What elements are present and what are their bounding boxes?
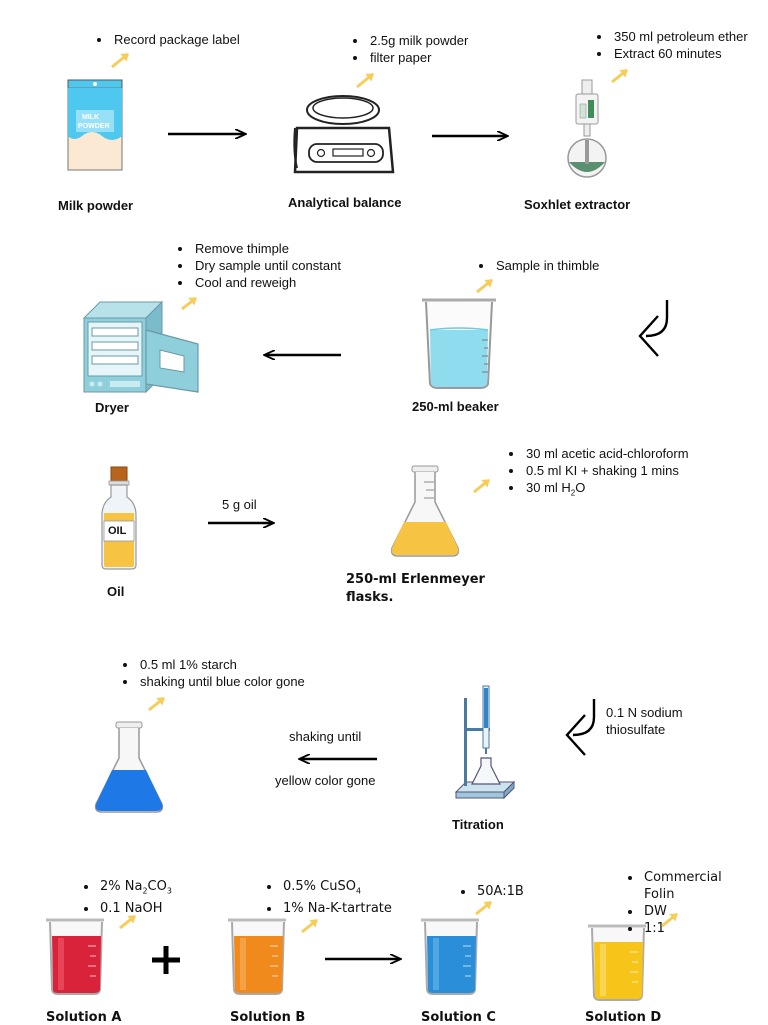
flow-arrow [0,0,1,1]
dryer-notes: Remove thimple Dry sample until constant… [175,240,341,291]
flow-arrow [0,0,1,1]
balance-label: Analytical balance [288,195,402,210]
dryer-label: Dryer [95,400,129,415]
oil-label: Oil [107,584,125,599]
titration-label: Titration [452,817,504,832]
milk-powder-icon [67,79,123,171]
arrow-label-5g-oil: 5 g oil [222,497,257,512]
beaker-label: 250-ml beaker [412,399,499,414]
blue-flask-notes: 0.5 ml 1% starch shaking until blue colo… [120,656,305,690]
analytical-balance-icon [293,95,395,174]
yellow-arrow-icon [301,918,318,934]
arrow-label-yellow-gone: yellow color gone [275,773,376,788]
turn-arrow-icon [565,699,596,756]
oil-bottle-icon [101,466,137,570]
solution-d-notes: Commercial Folin DW 1:1 [624,869,752,937]
note-item: DW [642,903,752,920]
thiosulfate-text-line2: thiosulfate [606,722,666,737]
note-item: Record package label [112,31,240,48]
solution-b-notes: 0.5% CuSO4 1% Na-K-tartrate [263,878,392,917]
balance-notes: 2.5g milk powder filter paper [350,32,468,66]
note-item: 350 ml petroleum ether [612,28,748,45]
flow-arrow [0,0,1,1]
solution-a-label: Solution A [46,1010,122,1025]
thiosulfate-text-line1: 0.1 N sodium [606,705,683,720]
note-item: Commercial Folin [642,869,752,903]
soxhlet-extractor-icon [567,79,607,178]
dryer-icon [82,300,199,394]
titration-icon [454,685,516,800]
note-item: 0.5 ml KI + shaking 1 mins [524,462,689,479]
note-item: 0.1 NaOH [98,900,172,917]
solution-d-label: Solution D [585,1010,662,1025]
soxhlet-notes: 350 ml petroleum ether Extract 60 minute… [594,28,748,62]
plus-icon [152,946,180,974]
turn-arrow-icon [638,300,669,357]
solution-c-notes: 50A:1B [457,883,524,900]
note-item: 2% Na2CO3 [98,878,172,900]
arrow-label-shaking-until: shaking until [289,729,362,744]
milk-notes: Record package label [94,31,240,48]
note-item: 0.5% CuSO4 [281,878,392,900]
carton-label-powder: POWDER [78,123,110,130]
note-item: 30 ml H2O [524,479,689,502]
note-item: Remove thimple [193,240,341,257]
yellow-arrow-icon [356,72,374,89]
erlenmeyer-label-line1: 250-ml Erlenmeyer [346,572,485,587]
note-item: filter paper [368,49,468,66]
yellow-arrow-icon [661,912,678,928]
yellow-arrow-icon [119,914,136,930]
yellow-arrow-icon [475,900,492,916]
solution-b-beaker-icon [228,918,286,995]
yellow-arrow-icon [181,296,197,311]
note-item: 0.5 ml 1% starch [138,656,305,673]
flow-arrow [0,0,1,1]
note-item: shaking until blue color gone [138,673,305,690]
carton-label-milk: MILK [82,114,100,121]
erlenmeyer-flask-icon [390,465,460,557]
oil-bottle-text: OIL [108,525,127,537]
solution-c-beaker-icon [421,918,479,995]
solution-b-label: Solution B [230,1010,306,1025]
soxhlet-label: Soxhlet extractor [524,197,631,212]
yellow-arrow-icon [473,478,490,494]
note-item: Dry sample until constant [193,257,341,274]
solution-c-label: Solution C [421,1010,496,1025]
erlenmeyer-notes: 30 ml acetic acid-chloroform 0.5 ml KI +… [506,445,689,502]
milk-powder-label: Milk powder [58,198,134,213]
note-item: 2.5g milk powder [368,32,468,49]
note-item: 30 ml acetic acid-chloroform [524,445,689,462]
note-item: Sample in thimble [494,257,599,274]
beaker-icon [422,298,496,389]
note-item: 1:1 [642,920,752,937]
erlenmeyer-label-line2: flasks. [346,590,394,605]
flow-arrow [0,0,341,1]
note-item: 50A:1B [475,883,524,900]
note-item: Cool and reweigh [193,274,341,291]
note-item: Extract 60 minutes [612,45,748,62]
beaker-notes: Sample in thimble [476,257,599,274]
blue-flask-icon [94,721,164,813]
solution-a-notes: 2% Na2CO3 0.1 NaOH [80,878,172,917]
yellow-arrow-icon [148,696,165,712]
note-item: 1% Na-K-tartrate [281,900,392,917]
solution-a-beaker-icon [46,918,104,995]
yellow-arrow-icon [111,52,129,69]
flow-arrow [0,0,377,1]
yellow-arrow-icon [611,68,628,84]
solution-d-beaker-icon [588,924,646,1001]
yellow-arrow-icon [476,278,493,294]
